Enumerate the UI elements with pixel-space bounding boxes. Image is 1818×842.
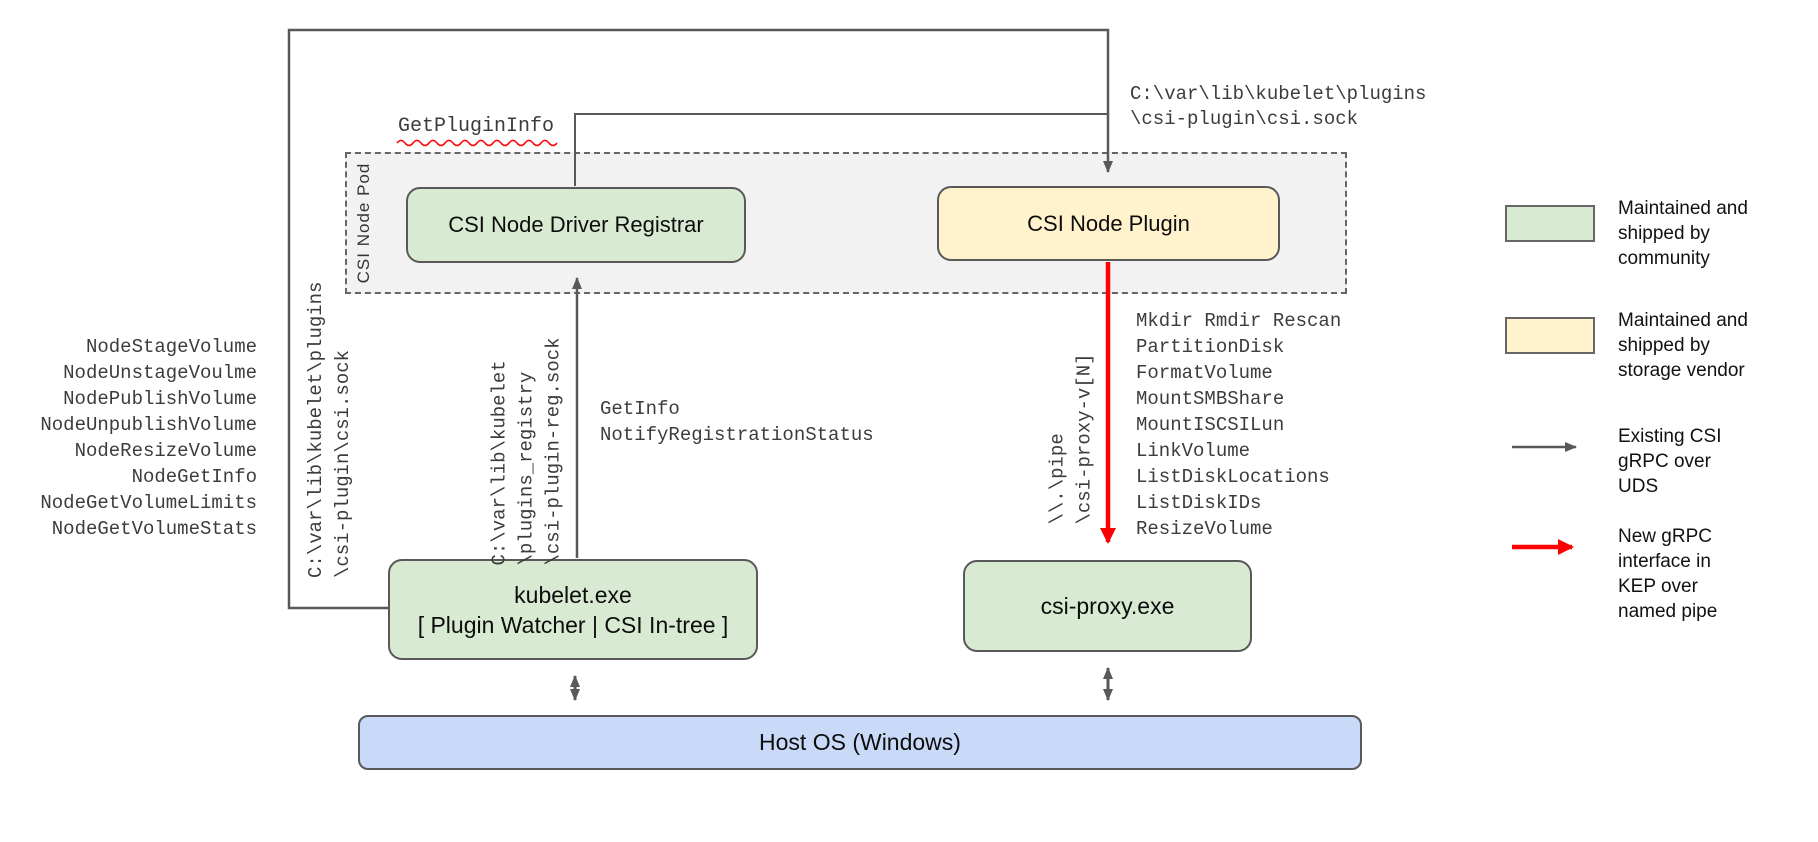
- csi-node-driver-registrar-box: CSI Node Driver Registrar: [406, 187, 746, 263]
- csi-sock-path-label-top: C:\var\lib\kubelet\plugins \csi-plugin\c…: [1130, 83, 1427, 130]
- host-os-label: Host OS (Windows): [759, 729, 961, 755]
- csi-node-plugin-label: CSI Node Plugin: [1027, 210, 1190, 236]
- host-os-box: Host OS (Windows): [358, 715, 1362, 770]
- csi-sock-path-label-side: C:\var\lib\kubelet\plugins \csi-plugin\c…: [305, 281, 354, 578]
- legend-vendor-swatch: [1505, 317, 1595, 354]
- plugin-registry-sock-label: C:\var\lib\kubelet \plugins_registry \cs…: [488, 337, 565, 566]
- kubelet-sublabel: [ Plugin Watcher | CSI In-tree ]: [417, 611, 729, 638]
- legend-uds-text: Existing CSI gRPC over UDS: [1618, 426, 1722, 497]
- csi-node-plugin-box: CSI Node Plugin: [937, 186, 1280, 261]
- legend-vendor-text: Maintained and shipped by storage vendor: [1618, 310, 1748, 381]
- legend-named-pipe-text: New gRPC interface in KEP over named pip…: [1618, 526, 1718, 622]
- csi-node-driver-registrar-label: CSI Node Driver Registrar: [448, 212, 704, 237]
- csi-node-pod-label: CSI Node Pod: [354, 162, 373, 284]
- csi-proxy-box: csi-proxy.exe: [963, 560, 1252, 652]
- kubelet-box: kubelet.exe [ Plugin Watcher | CSI In-tr…: [388, 559, 758, 660]
- kubelet-label: kubelet.exe: [514, 581, 632, 608]
- csi-proxy-label: csi-proxy.exe: [1040, 592, 1175, 619]
- legend-community-text: Maintained and shipped by community: [1618, 198, 1748, 269]
- node-methods-list: NodeStageVolume NodeUnstageVoulme NodePu…: [40, 336, 257, 540]
- named-pipe-label: \\.\pipe \csi-proxy-v[N]: [1046, 353, 1096, 525]
- registration-methods-list: GetInfo NotifyRegistrationStatus: [600, 398, 874, 446]
- spellcheck-squiggle: [396, 139, 558, 147]
- legend-community-swatch: [1505, 205, 1595, 242]
- getplugininfo-label: GetPluginInfo: [398, 115, 555, 138]
- csi-proxy-methods-list: Mkdir Rmdir Rescan PartitionDisk FormatV…: [1136, 310, 1342, 540]
